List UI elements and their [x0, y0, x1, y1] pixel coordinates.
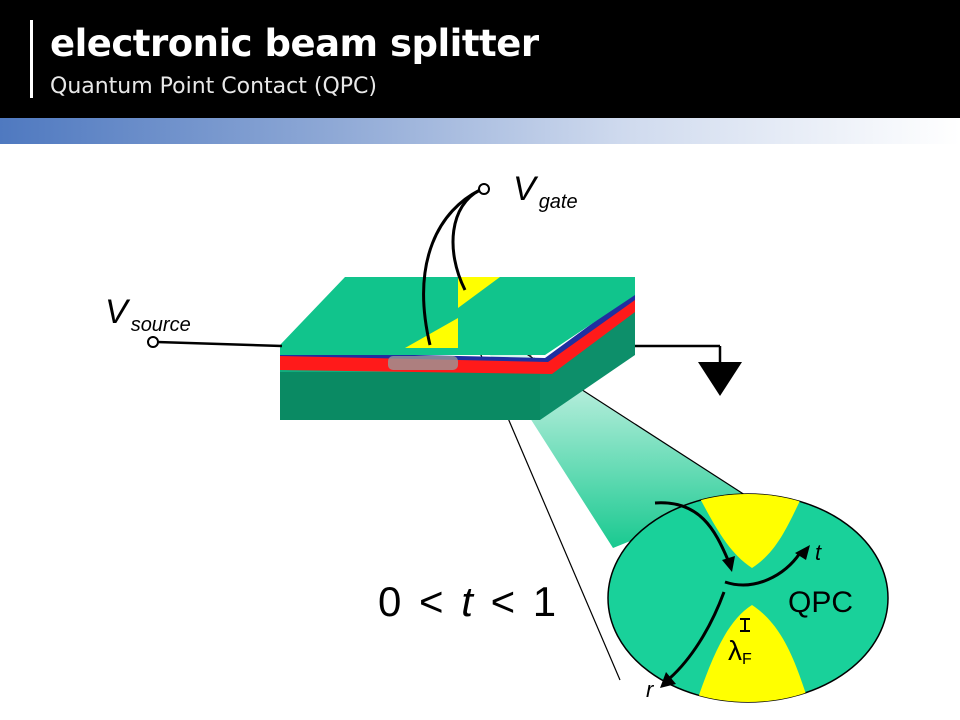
inequality-left: 0 [378, 578, 401, 625]
lambda-symbol: λ [728, 635, 742, 666]
electron-gas-layer [280, 300, 635, 374]
transmitted-electron-path [724, 552, 802, 587]
gate-electrode-lower [405, 318, 458, 348]
header-gradient-band [0, 118, 960, 144]
qpc-lower-gate [690, 605, 815, 702]
incident-arrowhead [722, 556, 735, 572]
slide-title: electronic beam splitter [50, 22, 539, 65]
transmission-label: t [815, 540, 822, 565]
qpc-zoom-disk [607, 493, 889, 703]
qpc-upper-gate [690, 494, 810, 568]
gate-wire-2 [451, 188, 481, 291]
lambda-subscript: F [742, 651, 752, 668]
reflected-electron-path [668, 591, 726, 680]
gate-terminal [478, 183, 490, 195]
qpc-label: QPC [788, 586, 853, 619]
constriction-region [388, 356, 458, 370]
heterostructure-slab [280, 277, 635, 420]
inequality-op2: < [491, 578, 516, 625]
header-bar: electronic beam splitter Quantum Point C… [0, 0, 960, 118]
vsource-symbol: V [105, 293, 131, 331]
incident-electron-path [654, 501, 730, 561]
ground-symbol [698, 362, 742, 396]
source-wire [156, 340, 283, 348]
source-terminal [147, 336, 159, 348]
reflection-label: r [646, 677, 655, 702]
header-divider [30, 20, 33, 98]
fermi-wavelength-label: λF [728, 635, 752, 668]
slab-side-face [540, 300, 635, 420]
slab-top-face [280, 277, 635, 355]
transmission-inequality: 0 < t < 1 [378, 578, 556, 625]
inequality-op1: < [419, 578, 444, 625]
slab-lower-front [280, 372, 540, 420]
transmitted-arrowhead [795, 545, 810, 560]
gate-electrode-upper [458, 277, 500, 308]
inequality-var: t [461, 578, 475, 625]
vgate-subscript: gate [539, 191, 578, 213]
reflected-arrowhead [660, 672, 676, 688]
vsource-subscript: source [131, 314, 191, 336]
slide-subtitle: Quantum Point Contact (QPC) [50, 74, 377, 99]
vgate-symbol: V [513, 170, 539, 208]
inequality-right: 1 [533, 578, 556, 625]
